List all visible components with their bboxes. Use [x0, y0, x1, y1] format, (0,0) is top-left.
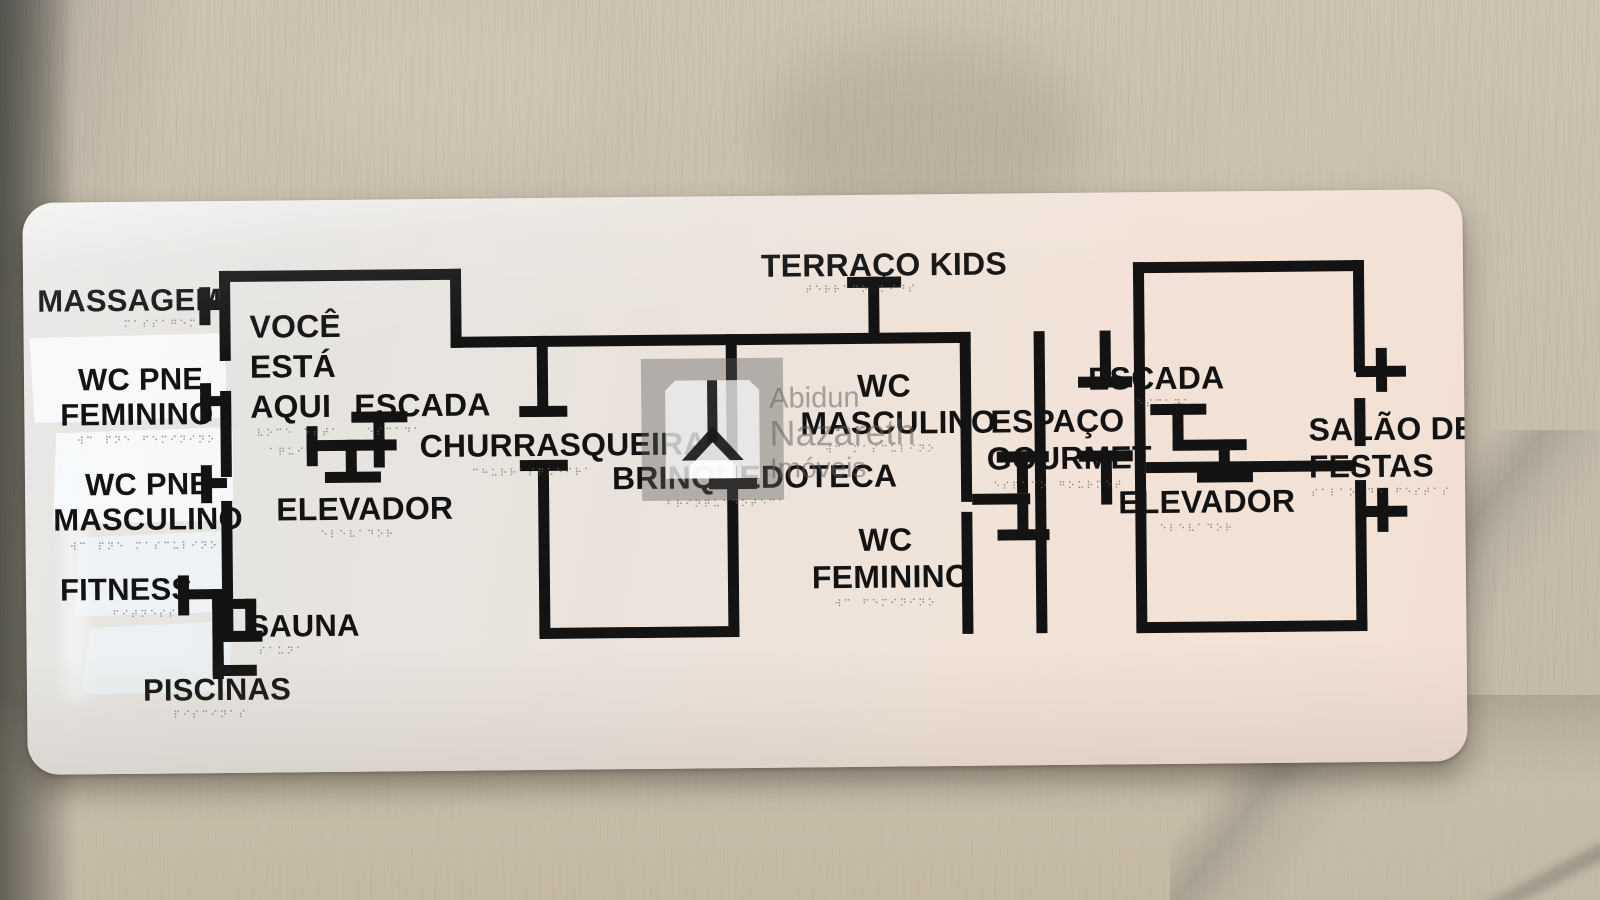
- braille-wc-masculino: ⠺⠉⠀⠍⠁⠎⠉⠥⠇⠊⠝⠕: [824, 444, 937, 457]
- door-connector: [1196, 471, 1254, 483]
- wall-segment: [1132, 262, 1145, 343]
- label-wc-feminino-line2: FEMININO: [811, 557, 971, 596]
- label-wc-feminino-line1: WC: [858, 521, 913, 558]
- braille-fitness: ⠋⠊⠞⠝⠑⠎⠎: [112, 609, 178, 622]
- door-connector: [1357, 505, 1408, 518]
- label-wc-pne-masculino-line2: MASCULINO: [53, 500, 244, 538]
- door-connector: [1355, 365, 1407, 378]
- label-salao-de-festas-line1: SALÃO DE: [1308, 409, 1468, 448]
- label-espaco-gourmet-line2: GOURMET: [986, 439, 1152, 477]
- label-espaco-gourmet-line1: ESPAÇO: [990, 402, 1125, 440]
- wall-segment: [537, 465, 551, 636]
- label-elevador-left: ELEVADOR: [276, 489, 454, 528]
- braille-espaco-gourmet: ⠑⠎⠏⠁⠉⠕⠀⠛⠕⠥⠗⠍⠑⠞: [993, 480, 1124, 493]
- label-wc-pne-feminino-line1: WC PNE: [77, 361, 204, 398]
- wall-segment: [725, 334, 738, 457]
- braille-wc-pne-masculino: ⠺⠉⠀⠏⠝⠑⠀⠍⠁⠎⠉⠥⠇⠊⠝⠕: [69, 541, 219, 554]
- wall-segment: [736, 331, 971, 346]
- label-wc-masculino-line2: MASCULINO: [800, 403, 997, 442]
- label-wc-masculino-line1: WC: [856, 367, 911, 404]
- braille-elevador-left: ⠑⠇⠑⠧⠁⠙⠕⠗: [320, 529, 396, 542]
- braille-terraco-kids: ⠞⠑⠗⠗⠁⠉⠕⠀⠅⠊⠙⠎: [805, 284, 918, 297]
- braille-aqui: ⠁⠟⠥⠊: [268, 447, 307, 459]
- braille-salao-de-festas: ⠎⠁⠇⠁⠕⠀⠙⠑⠀⠋⠑⠎⠞⠁⠎: [1311, 487, 1452, 500]
- braille-escada-right: ⠑⠎⠉⠁⠙⠁: [1136, 398, 1193, 411]
- braille-voce-esta: ⠧⠕⠉⠑⠀⠑⠎⠞⠁: [256, 427, 341, 440]
- label-wc-pne-feminino-line2: FEMININO: [60, 396, 214, 433]
- label-churrasqueira: CHURRASQUEIRA: [419, 425, 707, 465]
- label-massagem: MASSAGEM: [37, 282, 222, 319]
- braille-piscinas: ⠏⠊⠎⠉⠊⠝⠁⠎: [173, 709, 248, 722]
- label-esta: ESTÁ: [249, 347, 337, 385]
- label-salao-de-festas-line2: FESTAS: [1308, 447, 1435, 485]
- door-connector: [1172, 439, 1247, 451]
- label-elevador-right: ELEVADOR: [1118, 482, 1296, 521]
- wall-segment: [1136, 620, 1368, 634]
- wall-segment: [539, 626, 740, 639]
- label-escada-left: ESCADA: [354, 386, 491, 424]
- braille-sauna: ⠎⠁⠥⠝⠁: [258, 646, 306, 658]
- wall-segment: [1355, 480, 1368, 631]
- label-terraco-kids: TERRAÇO KIDS: [760, 245, 1008, 284]
- braille-wc-feminino: ⠺⠉⠀⠋⠑⠍⠊⠝⠊⠝⠕: [834, 598, 937, 611]
- braille-brinquedoteca: ⠃⠗⠊⠝⠟⠥⠑⠙⠕⠞⠑⠉⠁: [666, 498, 788, 511]
- wall-segment: [536, 335, 549, 414]
- label-sauna: SAUNA: [248, 607, 360, 644]
- wall-segment: [450, 333, 746, 348]
- label-aqui: AQUI: [250, 387, 332, 425]
- door-connector: [324, 471, 381, 484]
- directory-plaque[interactable]: MASSAGEM ⠍⠁⠎⠎⠁⠛⠑⠍ WC PNE FEMININO ⠺⠉⠀⠏⠝⠑…: [22, 189, 1468, 775]
- label-piscinas: PISCINAS: [142, 671, 292, 708]
- label-fitness: FITNESS: [59, 571, 193, 608]
- wall-blotch: [300, 10, 600, 160]
- door-connector: [519, 405, 568, 418]
- wall-segment: [1132, 260, 1365, 274]
- label-brinquedoteca: BRINQUEDOTECA: [611, 457, 898, 497]
- wall-segment: [1352, 260, 1365, 373]
- label-escada-right: ESCADA: [1087, 359, 1225, 397]
- braille-elevador-right: ⠑⠇⠑⠧⠁⠙⠕⠗: [1159, 523, 1235, 536]
- label-wc-pne-masculino-line1: WC PNE: [84, 466, 211, 503]
- braille-escada-left: ⠑⠎⠉⠁⠙⠁: [366, 427, 423, 439]
- braille-massagem: ⠍⠁⠎⠎⠁⠛⠑⠍: [123, 319, 199, 331]
- braille-wc-pne-feminino: ⠺⠉⠀⠏⠝⠑⠀⠋⠑⠍⠊⠝⠊⠝⠕: [76, 435, 217, 448]
- braille-churrasqueira: ⠉⠓⠥⠗⠗⠁⠎⠟⠥⠑⠊⠗⠁: [471, 467, 594, 480]
- wall-segment: [218, 268, 462, 283]
- label-voce: VOCÊ: [249, 307, 342, 345]
